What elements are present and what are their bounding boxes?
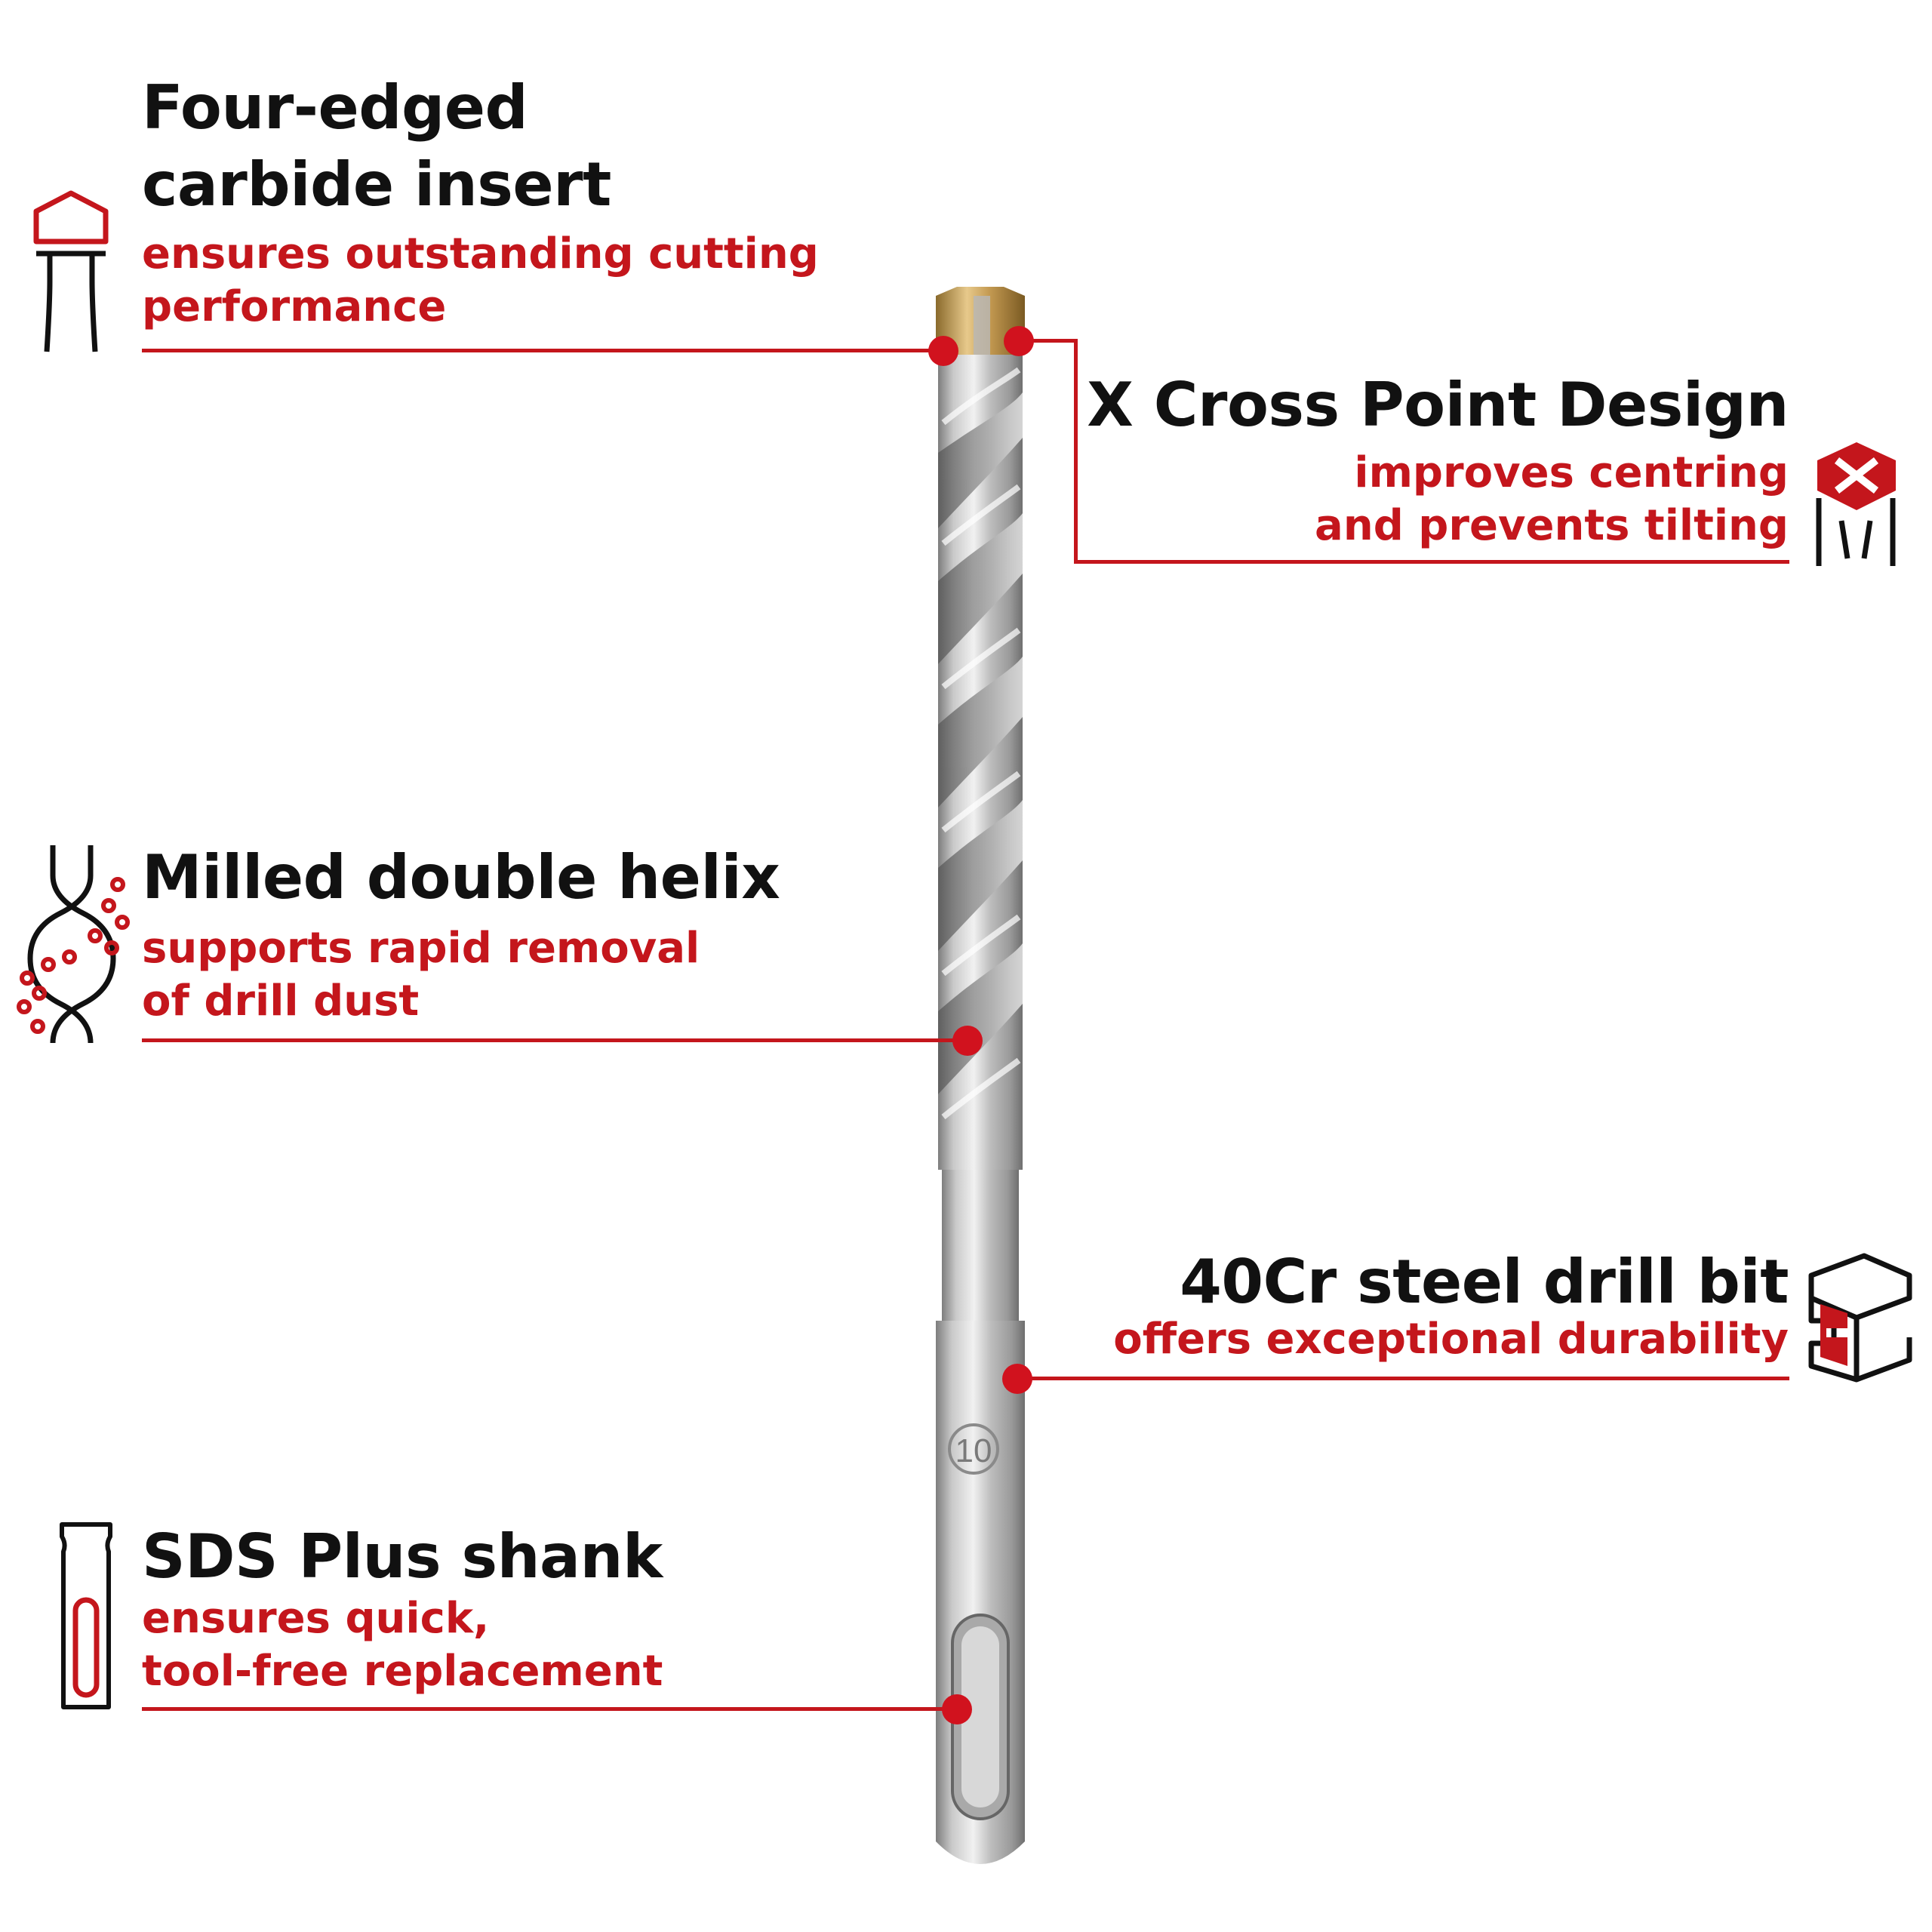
feature-description: improves centring and prevents tilting	[1315, 448, 1789, 550]
callout-dot	[1004, 326, 1034, 356]
feature-title: X Cross Point Design	[1087, 370, 1789, 440]
feature-title: Milled double helix	[142, 842, 780, 912]
sds-shank-icon	[60, 1522, 112, 1709]
leader-line	[1074, 339, 1078, 564]
feature-title: Four-edged carbide insert	[142, 72, 611, 220]
helix-flutes	[938, 392, 1023, 1094]
leader-line	[1019, 339, 1078, 343]
steel-beam-icon	[1808, 1253, 1912, 1383]
callout-dot	[1002, 1364, 1032, 1394]
feature-description: supports rapid removal of drill dust	[142, 924, 700, 1026]
size-marking-text: 10	[955, 1432, 992, 1469]
feature-title: 40Cr steel drill bit	[1180, 1247, 1789, 1317]
drill-neck	[942, 1170, 1019, 1321]
feature-description: ensures outstanding cutting performance	[142, 229, 819, 331]
callout-dot	[928, 336, 958, 366]
leader-line	[142, 1707, 957, 1711]
leader-line	[142, 1038, 972, 1042]
leader-line	[142, 349, 943, 352]
carbide-tip-icon	[33, 190, 109, 352]
callout-dot	[952, 1026, 983, 1056]
size-marking-ring	[948, 1423, 999, 1475]
leader-line	[1074, 560, 1789, 564]
helix-highlights	[941, 367, 1021, 1120]
feature-description: ensures quick, tool-free replacement	[142, 1594, 663, 1696]
callout-dot	[942, 1694, 972, 1724]
helix-dust-icon	[17, 845, 130, 1044]
feature-description: offers exceptional durability	[1113, 1315, 1789, 1364]
feature-title: SDS Plus shank	[142, 1521, 663, 1592]
leader-line	[1019, 1377, 1789, 1380]
cross-point-icon	[1816, 442, 1896, 566]
